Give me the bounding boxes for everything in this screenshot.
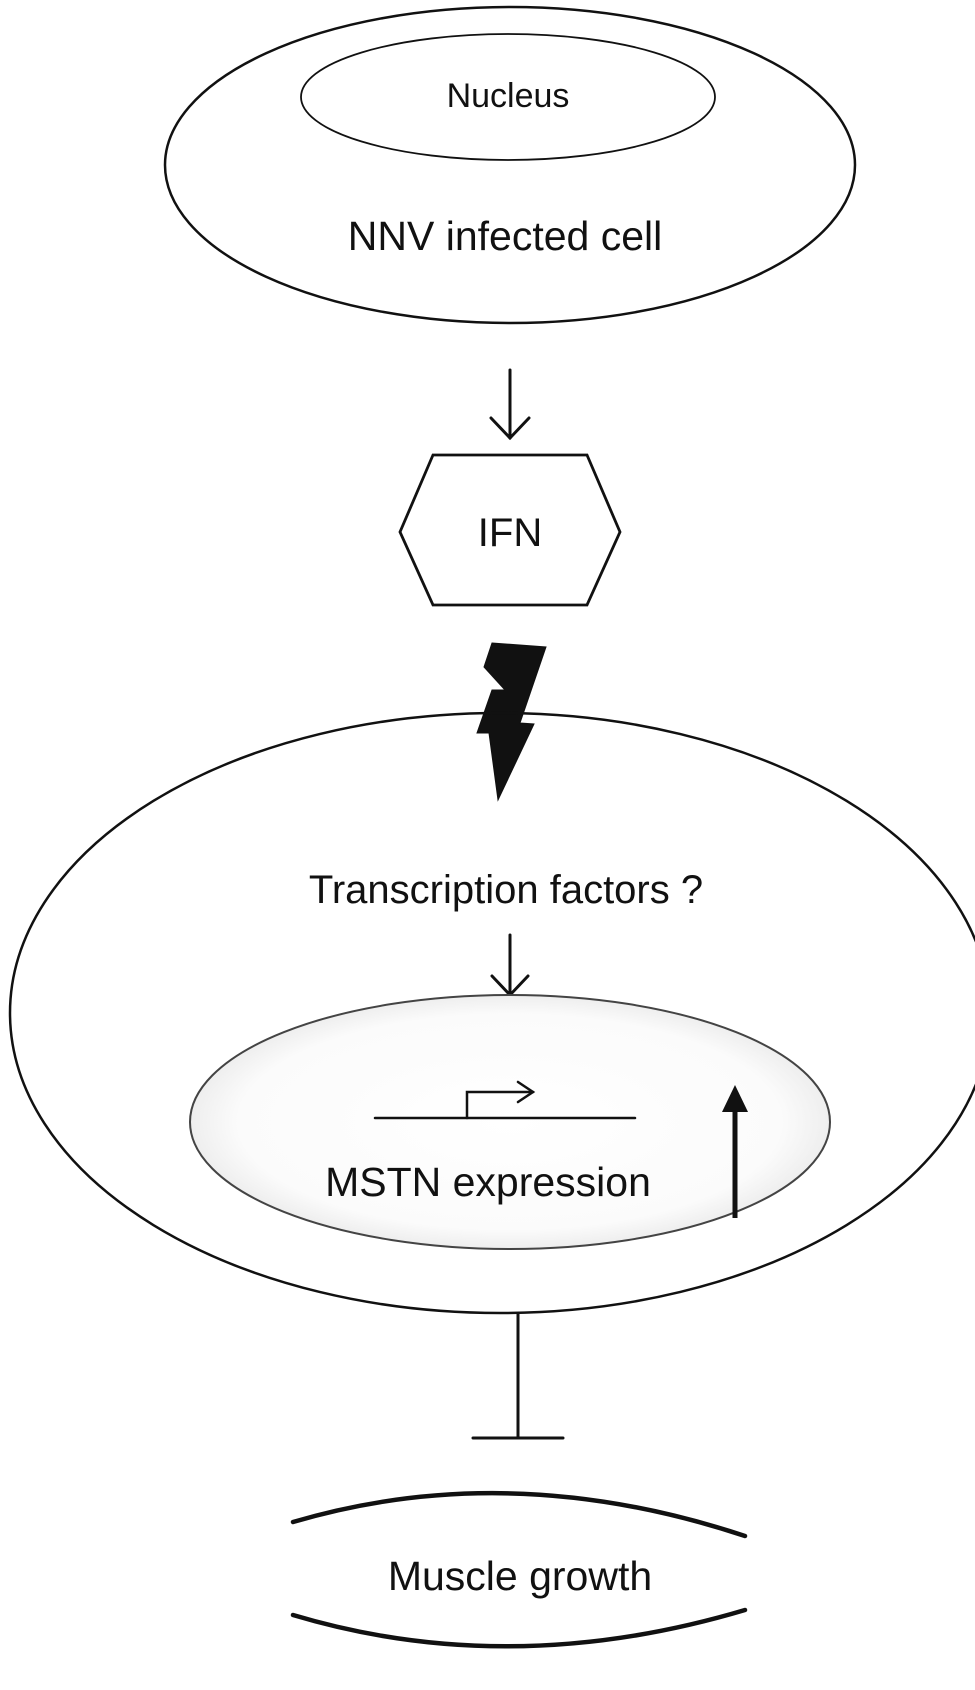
infected-cell-nucleus-outline (300, 33, 716, 161)
gene-promoter-icon (373, 1080, 637, 1120)
infected-cell-label: NNV infected cell (348, 213, 662, 259)
lightning-bolt-icon (476, 642, 547, 802)
mstn-expression-label: MSTN expression (325, 1159, 651, 1205)
arrow-cell-to-ifn (489, 368, 531, 441)
transcription-factors-label: Transcription factors ? (309, 868, 703, 912)
nucleus-label: Nucleus (447, 77, 570, 115)
arrow-tf-to-nucleus (490, 933, 530, 998)
target-nucleus-outline (189, 994, 831, 1250)
muscle-growth-label: Muscle growth (388, 1553, 652, 1599)
ifn-hexagon (398, 453, 622, 607)
infected-cell-outline (163, 5, 857, 325)
upregulation-arrow-icon (722, 1085, 748, 1218)
target-cell-outline (8, 711, 975, 1315)
inhibition-bar (471, 1312, 565, 1440)
ifn-label: IFN (478, 511, 542, 555)
muscle-shape (290, 1490, 748, 1649)
